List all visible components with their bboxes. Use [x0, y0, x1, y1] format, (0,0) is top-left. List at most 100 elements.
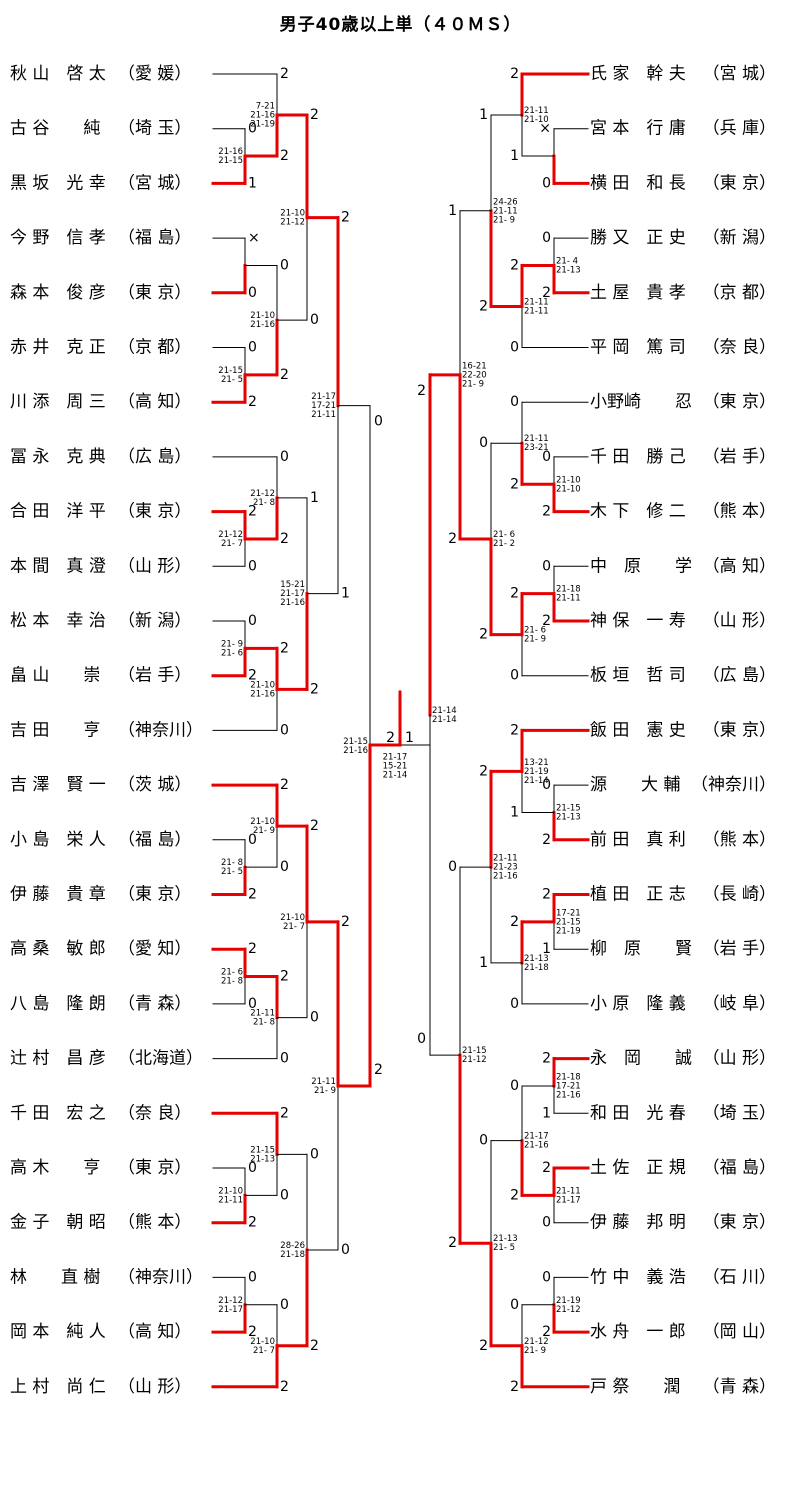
match-score: 2 [280, 969, 289, 985]
game-score: 21-12 [280, 218, 305, 228]
match-score: 0 [280, 257, 289, 273]
game-score: 21-19 [250, 120, 275, 130]
player-name: 和 田 光 春 [590, 1103, 686, 1123]
game-score: 21-16 [218, 147, 243, 157]
player-pref: （埼 玉） [703, 1103, 776, 1123]
match-score: 2 [542, 613, 551, 629]
player-pref: （兵 庫） [703, 119, 776, 139]
player-pref: （北海道） [118, 1049, 203, 1069]
player-name: 勝 又 正 史 [590, 228, 686, 248]
match-score: 2 [510, 1379, 519, 1395]
game-score: 21- 7 [221, 539, 243, 549]
player-pref: （高 知） [118, 1322, 191, 1342]
match-score: 2 [374, 1062, 383, 1078]
game-score: 21-12 [250, 489, 275, 499]
player-pref: （東 京） [703, 720, 776, 740]
match-score: 1 [448, 203, 457, 219]
game-score: 21- 9 [493, 215, 515, 225]
match-score: × [539, 121, 551, 137]
player-name: 氏 家 幹 夫 [590, 63, 686, 84]
match-score: 1 [510, 148, 519, 164]
match-score: 1 [479, 107, 488, 123]
game-score: 21- 5 [493, 1243, 515, 1253]
player-pref: （東 京） [118, 283, 191, 303]
player-pref: （山 形） [118, 556, 191, 576]
game-score: 23-21 [524, 443, 549, 453]
player-name: 柳 原 賢 [590, 939, 692, 959]
match-score: 2 [510, 586, 519, 602]
player-name: 吉 澤 賢 一 [10, 775, 106, 795]
match-score: 0 [248, 1269, 257, 1285]
match-score: 2 [510, 1187, 519, 1203]
match-score: 0 [374, 414, 383, 430]
match-score: 0 [448, 859, 457, 875]
game-score: 21-18 [556, 1072, 581, 1082]
player-pref: （茨 城） [118, 775, 191, 795]
player-name: 本 間 真 澄 [10, 556, 106, 576]
player-pref: （福 島） [703, 1158, 776, 1178]
player-name: 伊 藤 貴 章 [10, 885, 106, 905]
player-pref: （京 都） [703, 283, 776, 303]
match-score: 2 [341, 210, 350, 226]
match-score: 2 [248, 668, 257, 684]
game-score: 21-16 [250, 320, 275, 330]
match-scores: 0122×00202202002022012210220202020022002… [248, 66, 551, 1395]
match-score: 2 [448, 1235, 457, 1251]
match-score: 2 [310, 681, 319, 697]
game-score: 21- 9 [462, 379, 484, 389]
match-score: 2 [280, 367, 289, 383]
game-score: 21-10 [250, 817, 275, 827]
match-score: 0 [542, 777, 551, 793]
player-name: 秋 山 啓 太 [10, 64, 106, 84]
game-score: 21- 2 [493, 539, 515, 549]
match-score: 2 [280, 1105, 289, 1121]
match-score: 0 [280, 449, 289, 465]
final-score: 2 [386, 730, 395, 746]
player-pref: （東 京） [703, 392, 776, 412]
player-pref: （長 崎） [703, 885, 776, 905]
match-score: 0 [280, 1187, 289, 1203]
game-score: 15-21 [280, 580, 305, 590]
player-name: 宮 本 行 庸 [590, 119, 686, 139]
player-pref: （山 形） [703, 1049, 776, 1069]
game-score: 21-13 [556, 265, 581, 275]
game-score: 21- 6 [524, 626, 546, 636]
player-name: 飯 田 憲 史 [590, 719, 686, 740]
player-name: 岡 本 純 人 [10, 1322, 106, 1342]
player-name: 今 野 信 孝 [10, 228, 106, 248]
player-pref: （東 京） [118, 885, 191, 905]
match-score: 2 [310, 107, 319, 123]
match-score: 0 [542, 1215, 551, 1231]
match-score: 0 [510, 394, 519, 410]
player-pref: （宮 城） [703, 64, 776, 84]
player-pref: （神奈川） [118, 720, 203, 740]
game-score: 21-16 [250, 111, 275, 121]
match-score: 2 [479, 763, 488, 779]
game-score: 13-21 [524, 758, 549, 768]
match-score: 1 [542, 1105, 551, 1121]
game-score: 16-21 [462, 361, 487, 371]
match-score: 1 [341, 586, 350, 602]
player-name: 赤 井 克 正 [10, 338, 106, 358]
match-score: 2 [542, 887, 551, 903]
game-score: 21- 8 [253, 1018, 275, 1028]
game-score: 21-15 [343, 737, 368, 747]
match-score: 2 [248, 887, 257, 903]
final-score: 1 [405, 730, 414, 746]
game-score: 21- 5 [221, 375, 243, 385]
game-score: 21-14 [432, 715, 457, 725]
match-score: 2 [479, 1338, 488, 1354]
game-score: 21-15 [218, 366, 243, 376]
player-pref: （青 森） [703, 1377, 776, 1397]
game-score: 21-18 [524, 963, 549, 973]
match-score: 1 [542, 941, 551, 957]
player-name: 植 田 正 志 [590, 885, 686, 905]
player-name: 小 島 栄 人 [10, 830, 106, 850]
match-score: 0 [542, 558, 551, 574]
match-score: 2 [248, 394, 257, 410]
game-score: 21-17 [524, 1132, 549, 1142]
game-score: 21-10 [524, 115, 549, 125]
